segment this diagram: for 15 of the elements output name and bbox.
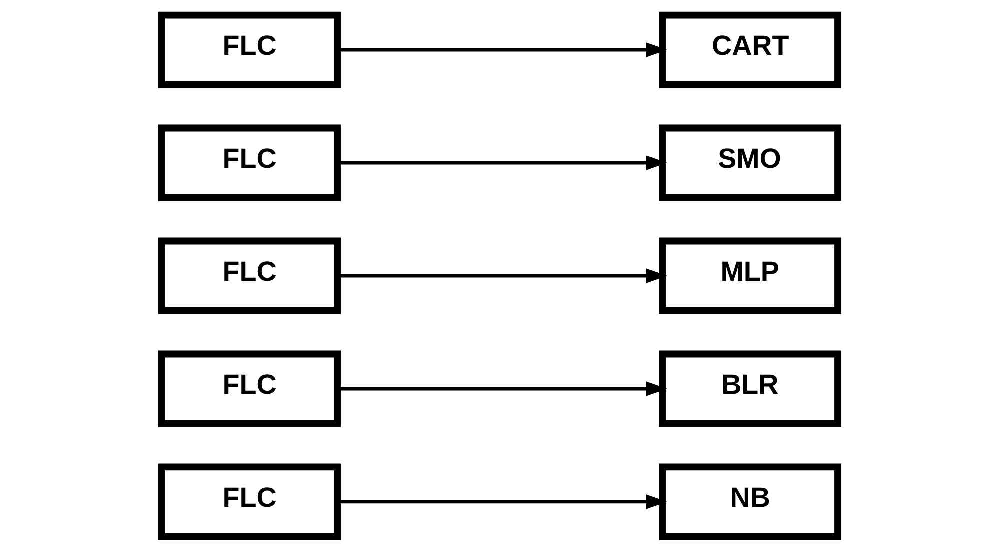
- node-box: BLR: [658, 350, 842, 428]
- arrow: [338, 494, 667, 510]
- node-box: FLC: [158, 124, 340, 202]
- arrow: [338, 156, 667, 170]
- node-box: MLP: [658, 238, 842, 314]
- arrow: [338, 268, 667, 284]
- node-box: CART: [658, 12, 842, 88]
- arrow: [338, 382, 667, 396]
- node-box: NB: [658, 464, 842, 540]
- arrow: [338, 42, 667, 58]
- node-box: FLC: [158, 350, 340, 428]
- node-box: FLC: [158, 238, 340, 314]
- node-box: SMO: [658, 124, 842, 202]
- node-box: FLC: [158, 12, 340, 88]
- node-box: FLC: [158, 464, 340, 540]
